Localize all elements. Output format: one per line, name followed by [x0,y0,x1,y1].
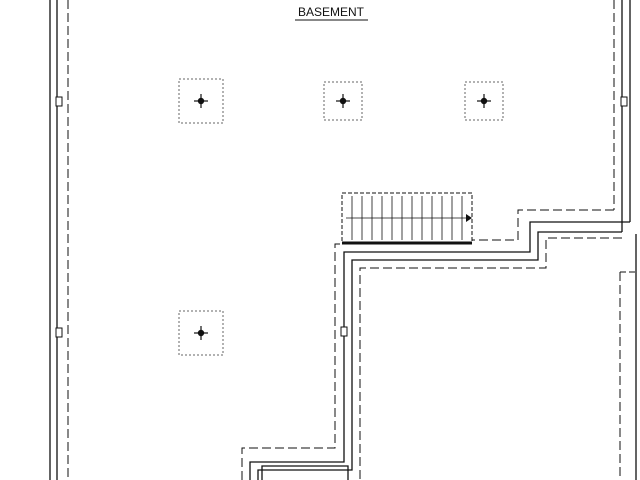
stair-direction-arrow [466,214,472,222]
stepped-interior-wall [241,209,630,480]
left-foundation-wall [49,0,69,480]
window-marker [620,96,628,107]
room-label-basement: BASEMENT [298,5,365,19]
right-foundation-wall [613,0,637,480]
column-footing [323,81,363,121]
column-footing [178,310,224,356]
basement-stair [341,192,473,245]
column-footing [464,81,504,121]
column-footing [178,78,224,124]
window-marker [340,326,348,337]
window-marker [55,327,63,338]
window-marker [55,96,63,107]
